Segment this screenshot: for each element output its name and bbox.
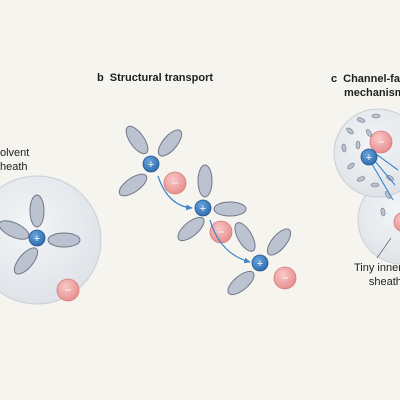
solvent-molecule bbox=[370, 182, 380, 188]
panel-c-title-line: mechanism bbox=[344, 87, 400, 99]
anion bbox=[273, 266, 297, 290]
channel-pathway bbox=[371, 163, 394, 201]
panel-a-label-line: heath bbox=[0, 161, 28, 173]
cation-sign: + bbox=[148, 159, 154, 171]
anion bbox=[56, 278, 80, 302]
solvent-molecule bbox=[234, 222, 256, 252]
solvent-molecule bbox=[341, 143, 347, 153]
panel-c-channel-mechanism: − + bbox=[333, 108, 400, 265]
anion-sign: − bbox=[171, 176, 178, 190]
solvent-molecule bbox=[118, 173, 148, 197]
cation bbox=[194, 199, 212, 217]
solvent-molecule bbox=[227, 270, 255, 296]
cation-sign: + bbox=[34, 233, 40, 245]
solvent-molecule bbox=[125, 125, 149, 155]
panel-b-letter: b bbox=[97, 72, 104, 84]
anion bbox=[163, 171, 187, 195]
panel-b-heading: b Structural transport bbox=[97, 72, 213, 84]
cation-sign: + bbox=[200, 203, 206, 215]
solvent-molecule bbox=[371, 113, 381, 119]
solvent-molecule bbox=[347, 162, 355, 170]
panel-a-cation-cluster: + bbox=[0, 194, 81, 275]
anion bbox=[369, 130, 393, 154]
panel-b-title: Structural transport bbox=[109, 72, 214, 84]
solvent-molecule bbox=[380, 207, 386, 217]
cation bbox=[28, 229, 46, 247]
solvent-molecule bbox=[177, 216, 205, 242]
anion-sign: − bbox=[64, 283, 71, 297]
anion-sign: − bbox=[217, 225, 224, 239]
transport-arrow bbox=[157, 175, 193, 211]
cation bbox=[360, 148, 378, 166]
panel-b-cation-cluster: + bbox=[227, 222, 292, 296]
solvent-molecule bbox=[346, 127, 354, 135]
transport-arrow bbox=[209, 219, 251, 264]
solvent-molecule bbox=[366, 129, 372, 137]
panel-c-annotation-line: Tiny inner bbox=[354, 262, 400, 274]
panel-b-cation-cluster: + bbox=[177, 164, 247, 242]
cation-sign: + bbox=[257, 258, 263, 270]
panel-b-structural-transport: + − + − + bbox=[118, 125, 297, 296]
panel-c-heading: c Channel-fa mechanism bbox=[331, 72, 400, 100]
panel-a-label: olvent heath bbox=[0, 146, 29, 174]
anion-sign: − bbox=[281, 271, 288, 285]
panel-c-annotation-line: sheath bbox=[368, 276, 400, 288]
solvent-molecule bbox=[29, 194, 45, 228]
anion-sign: − bbox=[377, 135, 384, 149]
panel-c-title-line: Channel-fa bbox=[343, 73, 400, 85]
solvent-molecule bbox=[356, 117, 366, 123]
annotation-leader-line bbox=[376, 237, 392, 259]
solvent-molecule bbox=[0, 220, 30, 240]
panel-c-annotation: Tiny inner sheath bbox=[354, 261, 400, 289]
solvent-molecule bbox=[213, 201, 247, 217]
solvent-molecule bbox=[157, 129, 183, 157]
anion bbox=[393, 212, 400, 232]
panel-c-letter: c bbox=[331, 73, 338, 85]
panel-a-solvation-sheath: + − bbox=[0, 175, 102, 305]
channel-solvent-molecules bbox=[341, 113, 394, 217]
cation bbox=[142, 155, 160, 173]
panel-a-label-line: olvent bbox=[0, 147, 30, 159]
solvent-molecule bbox=[197, 164, 213, 198]
solvent-molecule bbox=[47, 232, 81, 248]
solvent-molecule bbox=[356, 176, 366, 182]
solvent-molecule bbox=[13, 247, 39, 275]
panel-b-cation-cluster: + bbox=[118, 125, 183, 197]
channel-pathway bbox=[373, 159, 396, 186]
channel-pathway bbox=[375, 153, 399, 171]
cation-sign: + bbox=[366, 152, 372, 164]
cation bbox=[251, 254, 269, 272]
solvent-molecule bbox=[266, 228, 292, 256]
solvent-molecule bbox=[355, 140, 361, 150]
